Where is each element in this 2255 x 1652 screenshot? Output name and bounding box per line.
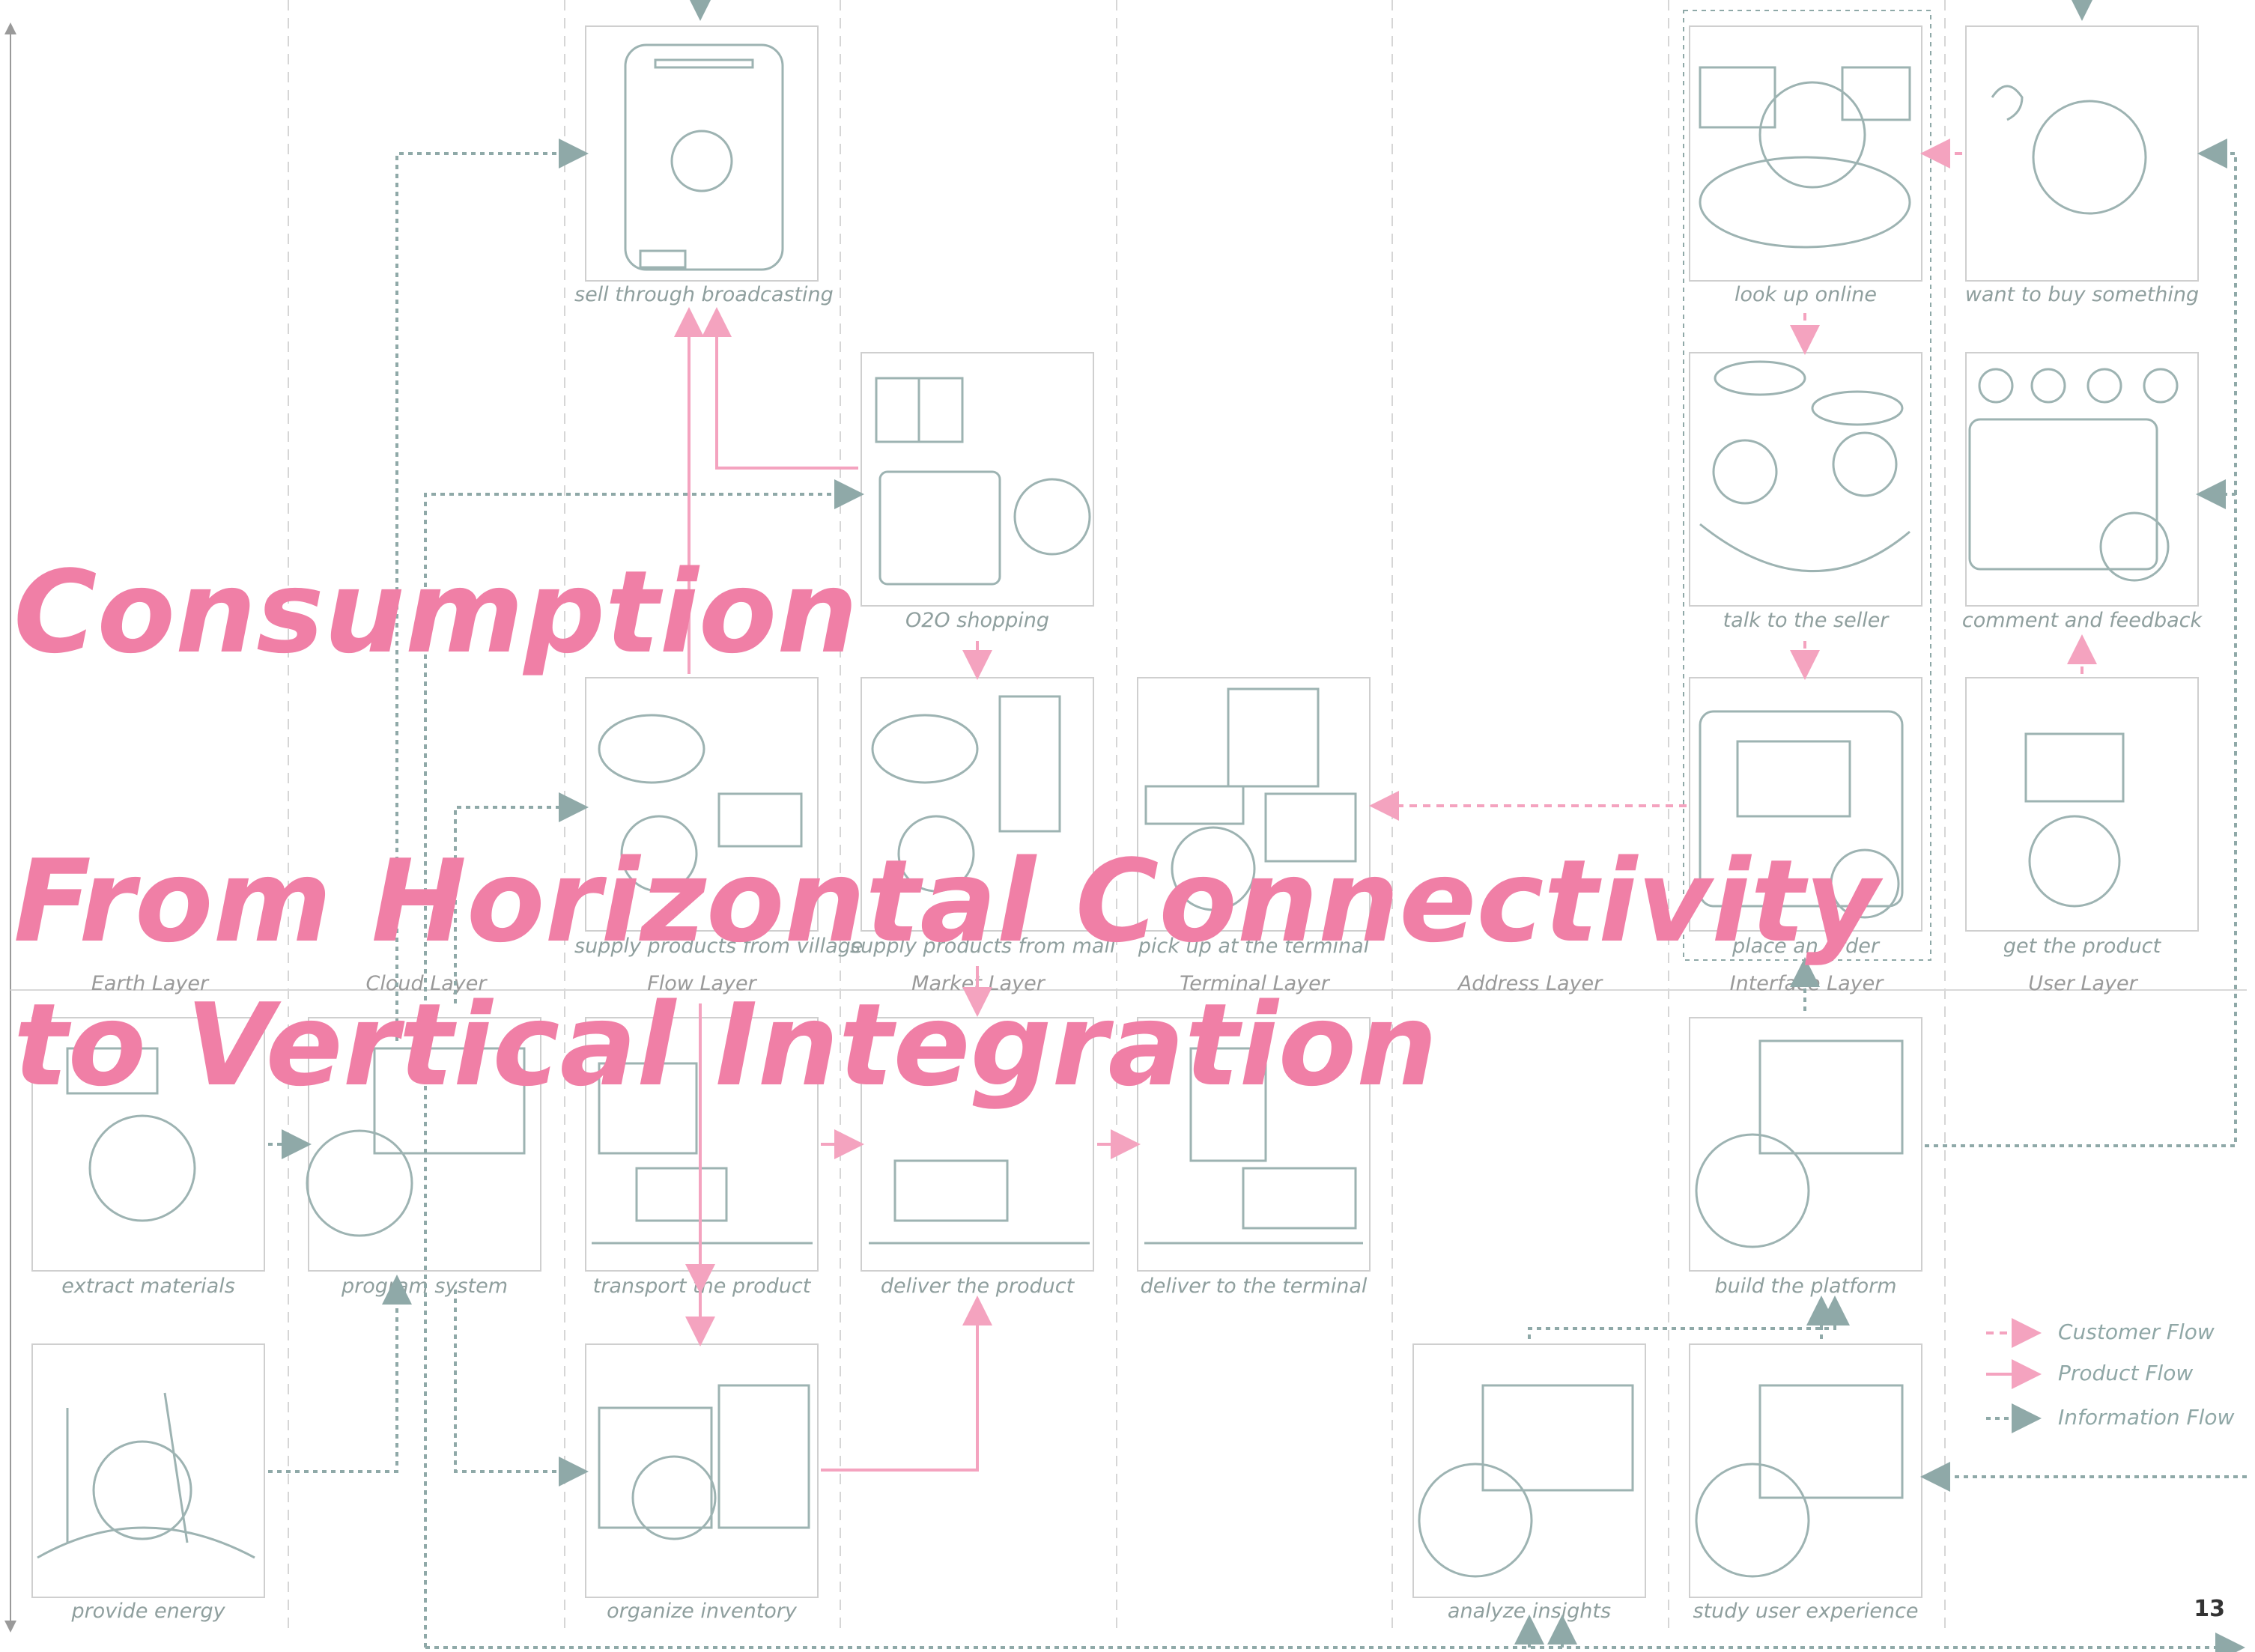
overlay-title-line1: Consumption <box>13 546 858 678</box>
lane-label-flow: Flow Layer <box>647 972 756 995</box>
panel-comment-feedback <box>1965 352 2199 607</box>
caption-supply-from-mall: supply products from mall <box>850 935 1116 958</box>
panel-place-order <box>1689 677 1922 932</box>
overlay-title-line2: From Horizontal Connectivity <box>13 835 1880 968</box>
caption-get-product: get the product <box>2003 935 2161 958</box>
caption-build-platform: build the platform <box>1714 1275 1897 1298</box>
panel-want-to-buy <box>1965 25 2199 282</box>
caption-place-order: place an order <box>1732 935 1879 958</box>
panel-deliver-product <box>861 1017 1094 1272</box>
caption-deliver-terminal: deliver to the terminal <box>1140 1275 1368 1298</box>
panel-get-product <box>1965 677 2199 932</box>
panel-build-platform <box>1689 1017 1922 1272</box>
caption-pick-up-terminal: pick up at the terminal <box>1138 935 1370 958</box>
caption-o2o-shopping: O2O shopping <box>905 609 1049 632</box>
caption-provide-energy: provide energy <box>71 1600 225 1623</box>
caption-sell-through-broadcasting: sell through broadcasting <box>574 283 834 306</box>
caption-deliver-product: deliver the product <box>880 1275 1075 1298</box>
lane-label-terminal: Terminal Layer <box>1180 972 1329 995</box>
lane-label-address: Address Layer <box>1457 972 1603 995</box>
caption-extract-materials: extract materials <box>61 1275 235 1298</box>
caption-study-ux: study user experience <box>1693 1600 1919 1623</box>
lane-label-earth: Earth Layer <box>91 972 209 995</box>
page-number: 13 <box>2194 1596 2225 1622</box>
lane-label-user: User Layer <box>2028 972 2137 995</box>
caption-want-to-buy: want to buy something <box>1964 283 2200 306</box>
caption-look-up-online: look up online <box>1735 283 1877 306</box>
caption-supply-from-village: supply products from village <box>574 935 864 958</box>
caption-organize-inventory: organize inventory <box>607 1600 797 1623</box>
panel-pick-up-terminal <box>1137 677 1371 932</box>
caption-comment-feedback: comment and feedback <box>1961 609 2203 632</box>
panel-provide-energy <box>31 1343 265 1598</box>
legend-product-flow: Product Flow <box>2058 1361 2194 1385</box>
panel-extract-materials <box>31 1017 265 1272</box>
caption-talk-to-seller: talk to the seller <box>1723 609 1889 632</box>
legend-information-flow: Information Flow <box>2058 1405 2235 1430</box>
legend-customer-flow: Customer Flow <box>2058 1320 2215 1344</box>
overlay-title-line3: to Vertical Integration <box>13 979 1438 1111</box>
